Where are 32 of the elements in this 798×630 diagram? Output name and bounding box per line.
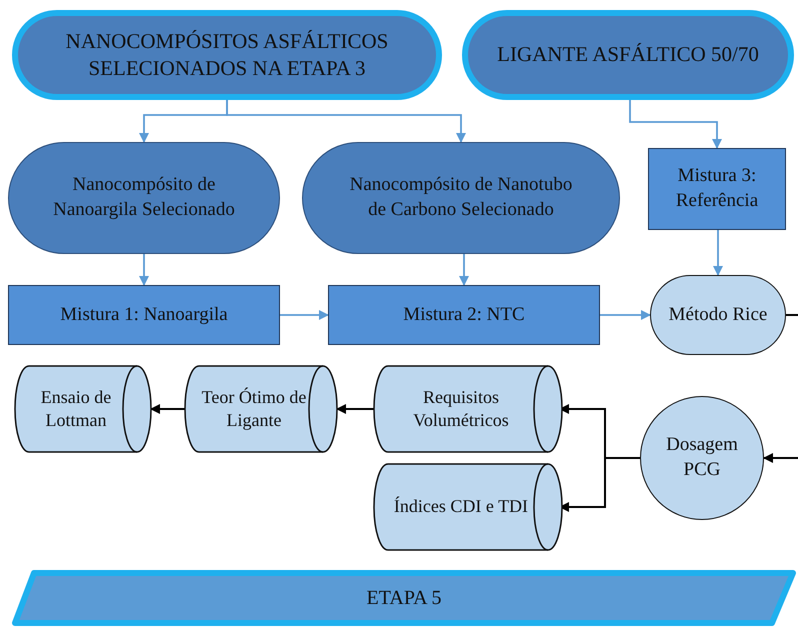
drum-box — [185, 366, 337, 452]
node-label: Requisitos Volumétricos — [412, 386, 510, 432]
arrow — [713, 230, 723, 276]
node-label: Índices CDI e TDI — [392, 495, 530, 518]
banner — [12, 570, 796, 626]
node-label: ETAPA 5 — [366, 586, 442, 611]
drum-box — [374, 366, 562, 452]
node-label: Ensaio de Lottman — [40, 386, 112, 432]
node-label: Teor Ótimo de Ligante — [200, 386, 308, 432]
node-label: Nanocompósito de Nanoargila Selecionado — [52, 173, 236, 222]
arrow — [629, 100, 722, 149]
arrow — [336, 404, 374, 414]
process-box — [8, 285, 280, 345]
node-label: Mistura 1: Nanoargila — [59, 302, 229, 327]
arrow — [763, 453, 798, 463]
drum-box — [374, 464, 562, 550]
drum-box — [15, 366, 151, 452]
process-box — [648, 148, 786, 230]
arrow — [600, 310, 651, 320]
node-label: Dosagem PCG — [665, 433, 739, 482]
arrow — [459, 254, 469, 286]
node-label: LIGANTE ASFÁLTICO 50/70 — [496, 41, 760, 68]
arrow — [280, 310, 329, 320]
node-label: NANOCOMPÓSITOS ASFÁLTICOS SELECIONADOS NA ETAPA 3 — [64, 28, 390, 82]
arrow — [150, 404, 185, 414]
process-box — [328, 285, 600, 345]
node-label: Mistura 2: NTC — [402, 302, 526, 327]
node-label: Nanocompósito de Nanotubo de Carbono Selecionado — [348, 173, 574, 222]
node-label: Método Rice — [668, 302, 768, 327]
arrow — [226, 100, 466, 143]
node-label: Mistura 3: Referência — [674, 164, 760, 213]
arrow — [139, 254, 149, 286]
